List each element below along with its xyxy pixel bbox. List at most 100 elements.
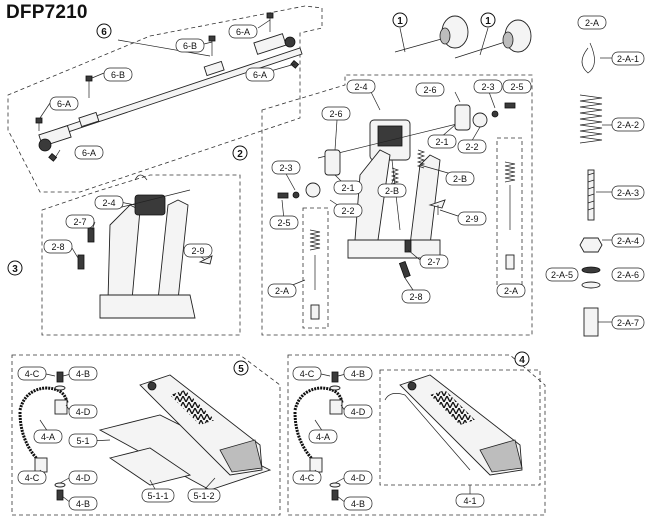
adjust-screw bbox=[398, 260, 411, 279]
svg-text:4-B: 4-B bbox=[76, 369, 90, 379]
callout-4-C-c: 4-C bbox=[292, 366, 322, 381]
svg-text:4-B: 4-B bbox=[351, 369, 365, 379]
washer-icon-2 bbox=[491, 110, 499, 118]
callout-4-D-b: 4-D bbox=[68, 470, 98, 485]
svg-text:2-4: 2-4 bbox=[354, 82, 367, 92]
pedal-frame bbox=[347, 149, 441, 259]
callout-6-A-2: 6-A bbox=[245, 67, 275, 82]
svg-text:2-6: 2-6 bbox=[423, 85, 436, 95]
svg-text:2-1: 2-1 bbox=[341, 183, 354, 193]
callout-2-4: 2-4 bbox=[346, 79, 376, 94]
svg-text:3: 3 bbox=[12, 264, 18, 275]
svg-text:2-7: 2-7 bbox=[73, 217, 86, 227]
callout-2-9-c: 2-9 bbox=[183, 243, 213, 258]
svg-text:2-B: 2-B bbox=[385, 186, 399, 196]
svg-text:6-B: 6-B bbox=[183, 41, 197, 51]
svg-text:2-5: 2-5 bbox=[510, 82, 523, 92]
adjust-screw-3 bbox=[87, 227, 95, 243]
washer-icon-5 bbox=[329, 385, 341, 391]
callout-2-A-3: 2-A-3 bbox=[611, 185, 645, 200]
universal-joint-right bbox=[284, 36, 296, 48]
callout-2-2: 2-2 bbox=[457, 139, 487, 154]
spring-icon-large bbox=[579, 94, 603, 144]
svg-text:4-B: 4-B bbox=[76, 499, 90, 509]
svg-text:2-2: 2-2 bbox=[465, 142, 478, 152]
callout-2-7: 2-7 bbox=[419, 254, 449, 269]
group-number-2: 2 bbox=[232, 145, 248, 161]
adjust-screw-2 bbox=[404, 239, 412, 253]
callout-2-6-b: 2-6 bbox=[321, 106, 351, 121]
callout-6-B-2: 6-B bbox=[103, 67, 133, 82]
universal-joint-left bbox=[38, 138, 52, 152]
svg-text:2-A-5: 2-A-5 bbox=[551, 270, 573, 280]
callout-2-A-1: 2-A-1 bbox=[611, 51, 645, 66]
svg-text:2-A-1: 2-A-1 bbox=[617, 54, 639, 64]
clamp-block bbox=[324, 149, 341, 176]
callout-4-B: 4-B bbox=[68, 366, 98, 381]
lock-washer bbox=[581, 266, 601, 274]
spring-assembly-detail: 2-A 2-A-1 2-A-2 2-A-3 2-A-4 2-A-5 2-A-6 … bbox=[545, 15, 645, 337]
callout-5-1-1: 5-1-1 bbox=[141, 488, 175, 503]
svg-text:4-D: 4-D bbox=[76, 407, 91, 417]
callout-4-B-c: 4-B bbox=[343, 366, 373, 381]
svg-text:2-9: 2-9 bbox=[191, 246, 204, 256]
footboard-2 bbox=[384, 374, 523, 476]
callout-2-8: 2-8 bbox=[401, 289, 431, 304]
svg-text:2-A-3: 2-A-3 bbox=[617, 188, 639, 198]
callout-2-3: 2-3 bbox=[473, 79, 503, 94]
chain-icon bbox=[18, 386, 69, 411]
callout-4-1: 4-1 bbox=[455, 493, 485, 508]
svg-text:2-8: 2-8 bbox=[409, 292, 422, 302]
svg-text:4-C: 4-C bbox=[300, 369, 315, 379]
svg-text:2-A: 2-A bbox=[585, 18, 599, 28]
callout-4-B-d: 4-B bbox=[343, 496, 373, 511]
chain-icon-2 bbox=[293, 386, 344, 411]
cam-bearing-left bbox=[305, 182, 321, 198]
group-5-boundary bbox=[11, 354, 281, 516]
flat-washer bbox=[581, 281, 601, 289]
adjust-screw-4 bbox=[77, 254, 85, 270]
group-number-1-left: 1 bbox=[392, 12, 408, 28]
hex-nut bbox=[579, 237, 603, 253]
callout-2-7-c: 2-7 bbox=[65, 214, 95, 229]
callout-5-1-2: 5-1-2 bbox=[187, 488, 221, 503]
beater-head-right bbox=[502, 19, 532, 53]
group-number-4: 4 bbox=[514, 351, 530, 367]
callout-2-6: 2-6 bbox=[415, 82, 445, 97]
callout-2-8-c: 2-8 bbox=[43, 239, 73, 254]
svg-text:4-D: 4-D bbox=[351, 407, 366, 417]
clamp-block-2 bbox=[454, 104, 471, 131]
svg-text:4-A: 4-A bbox=[41, 432, 55, 442]
group-2-main-frame: 2-4 2-6 2-3 2-5 2-6 2-1 2-2 2-3 2-B 2-B … bbox=[232, 74, 533, 336]
washer-icon-3 bbox=[54, 385, 66, 391]
callout-6-A-1: 6-A bbox=[228, 24, 258, 39]
cam-bearing-right bbox=[472, 112, 488, 128]
svg-text:2-5: 2-5 bbox=[277, 218, 290, 228]
svg-text:2-3: 2-3 bbox=[279, 163, 292, 173]
washer-icon-4 bbox=[54, 482, 66, 488]
callout-4-C: 4-C bbox=[17, 366, 47, 381]
callout-4-D-d: 4-D bbox=[343, 470, 373, 485]
callout-2-1-b: 2-1 bbox=[333, 180, 363, 195]
svg-text:2-A-7: 2-A-7 bbox=[617, 318, 639, 328]
callout-4-A: 4-A bbox=[33, 429, 63, 444]
svg-text:2-9: 2-9 bbox=[465, 214, 478, 224]
svg-text:2-A: 2-A bbox=[504, 286, 518, 296]
callout-2-4-c: 2-4 bbox=[94, 195, 124, 210]
callout-6-A-4: 6-A bbox=[74, 145, 104, 160]
callout-6-B-1: 6-B bbox=[175, 38, 205, 53]
callout-4-A-c: 4-A bbox=[308, 429, 338, 444]
callout-2-2-b: 2-2 bbox=[333, 203, 363, 218]
screw-icon bbox=[35, 12, 300, 162]
chain-block-4 bbox=[309, 457, 323, 473]
svg-text:6-A: 6-A bbox=[236, 27, 250, 37]
svg-text:4-1: 4-1 bbox=[463, 496, 476, 506]
beater-head-left bbox=[439, 15, 469, 49]
spring-stack-right bbox=[496, 137, 523, 289]
callout-5-1: 5-1 bbox=[68, 433, 98, 448]
svg-text:2-6: 2-6 bbox=[329, 109, 342, 119]
washer-icon bbox=[292, 191, 300, 199]
callout-4-B-b: 4-B bbox=[68, 496, 98, 511]
svg-text:2-8: 2-8 bbox=[51, 242, 64, 252]
svg-text:6-A: 6-A bbox=[82, 148, 96, 158]
